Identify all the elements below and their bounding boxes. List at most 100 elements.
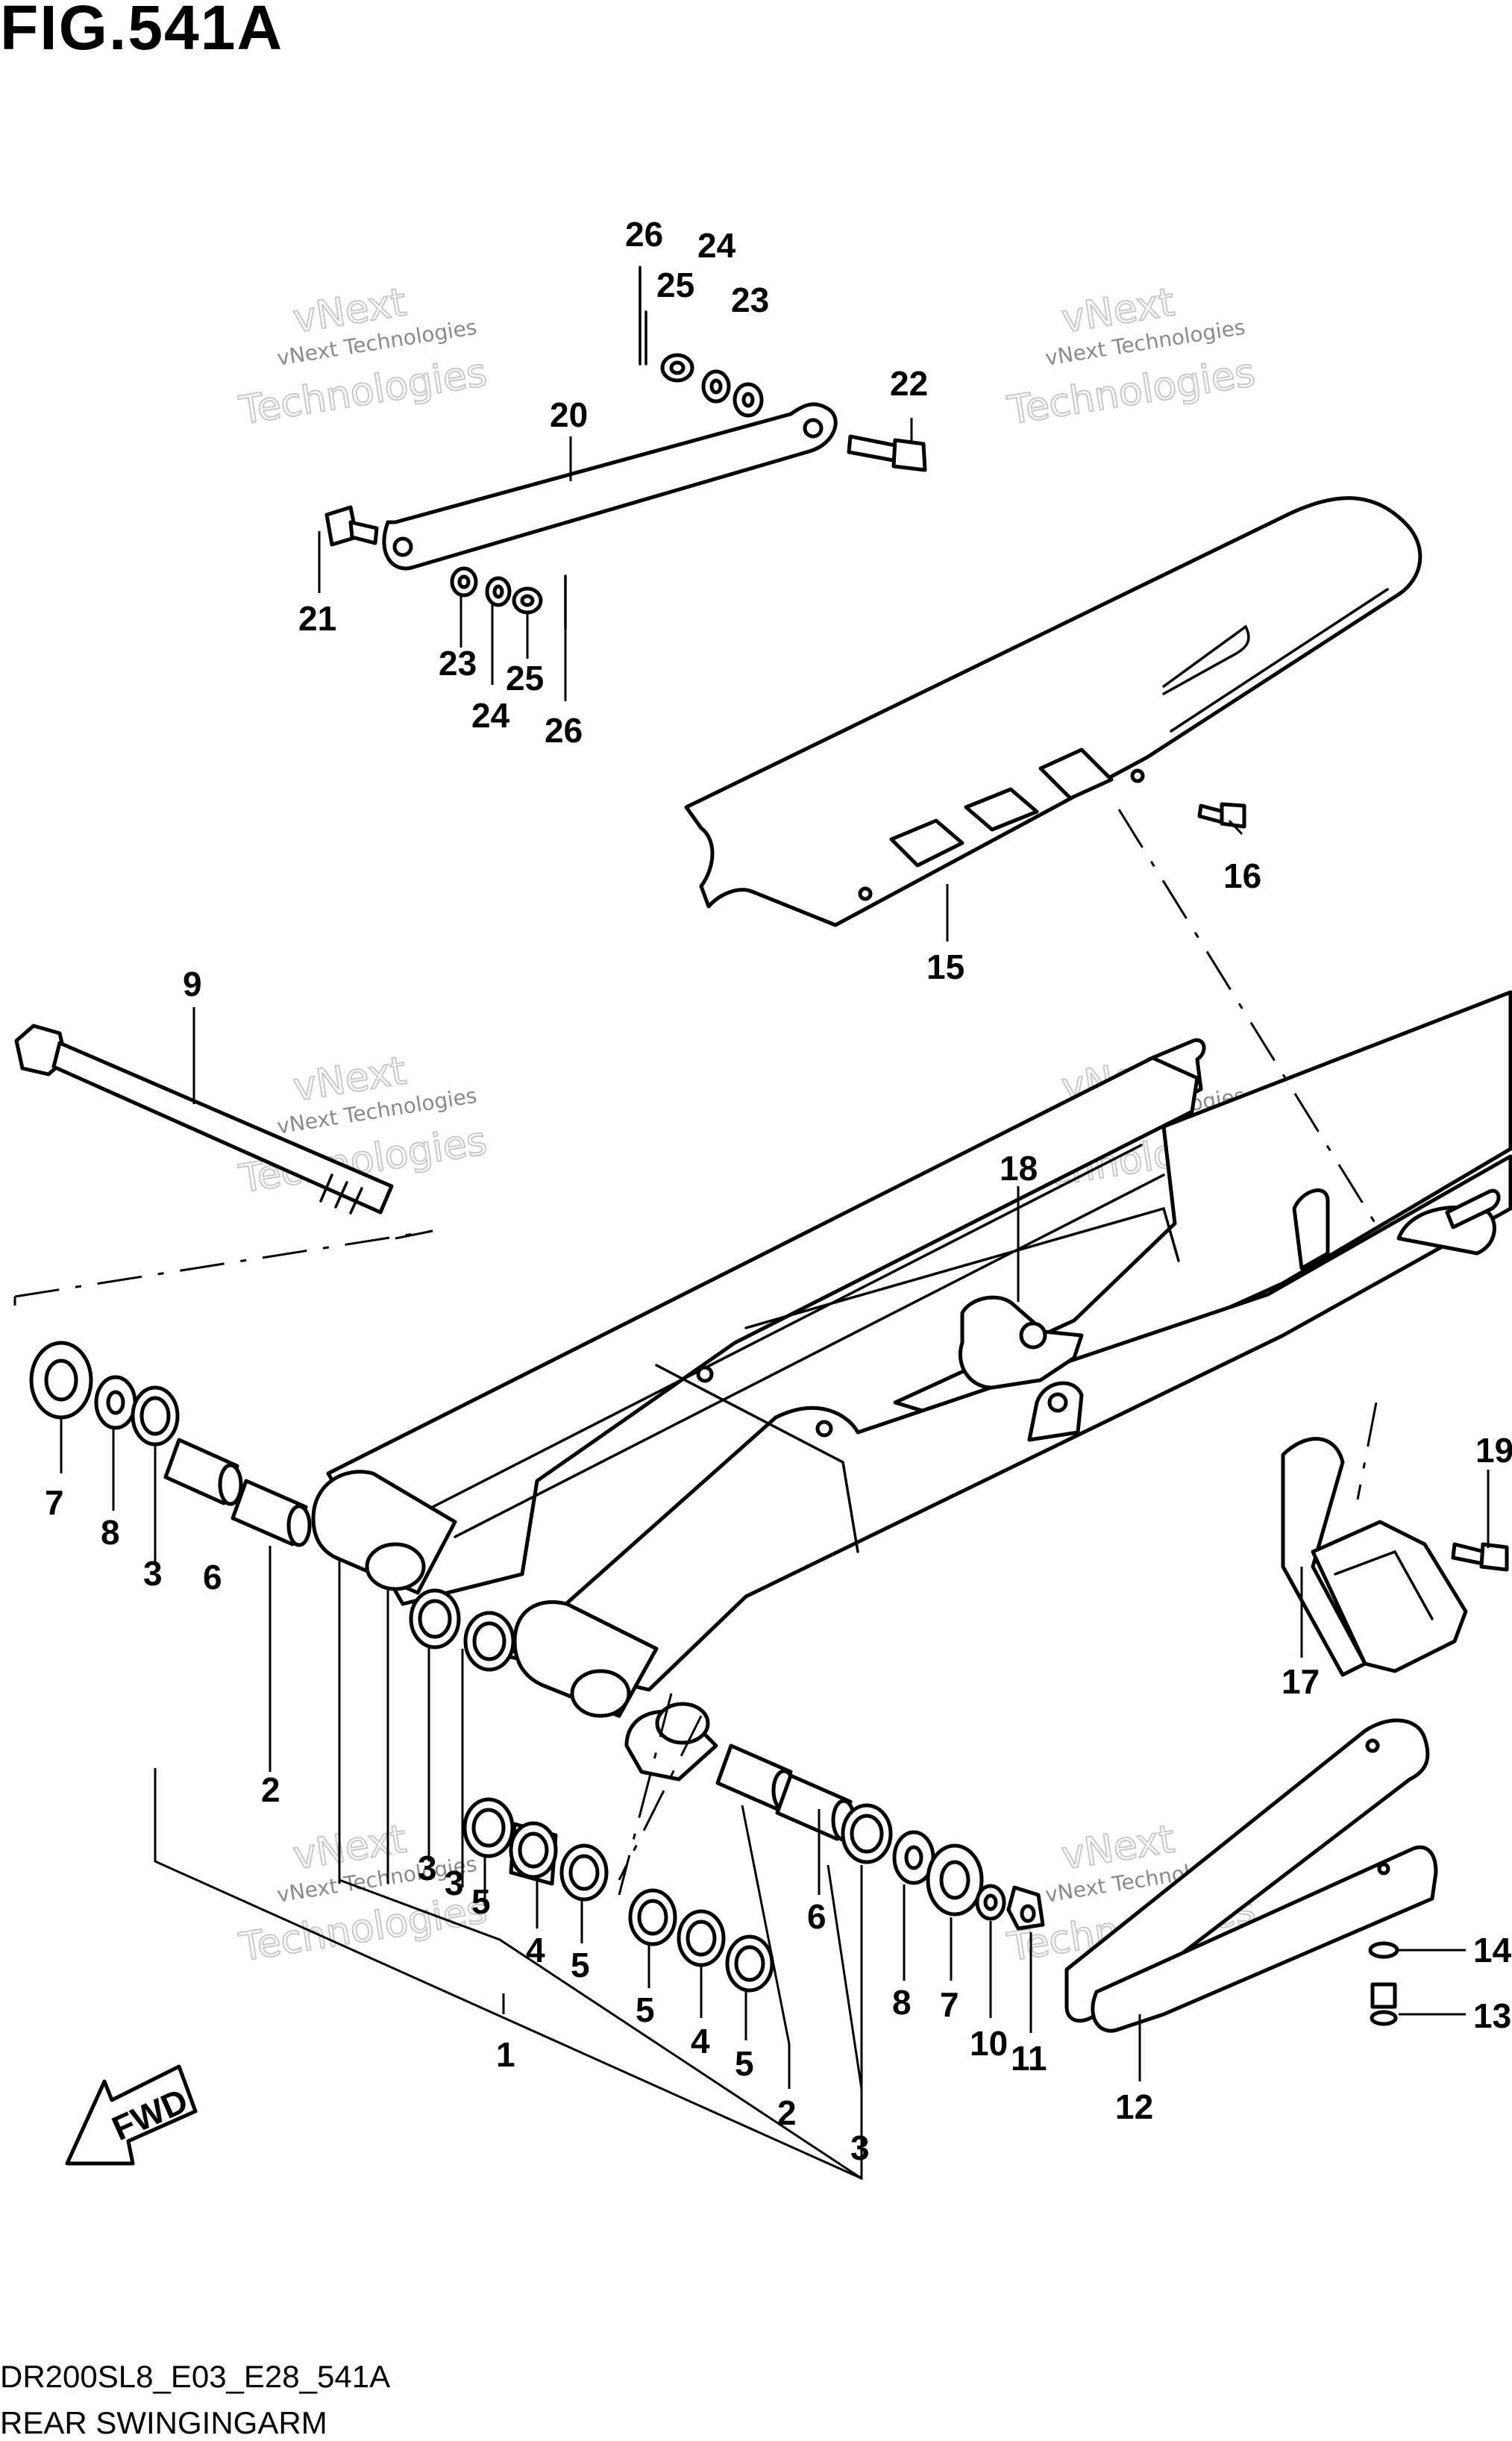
callout-8b: 8 [892, 1983, 912, 2022]
svg-text:Technologies: Technologies [1004, 351, 1258, 434]
washer-bore [904, 1845, 923, 1870]
oil-seal-bore [471, 1808, 506, 1848]
swingarm-frame-line [744, 1206, 1180, 1329]
washer-bore [983, 1893, 998, 1911]
callout-5b: 5 [571, 1946, 590, 1984]
callout-17: 17 [1282, 1662, 1320, 1701]
callout-21: 21 [298, 599, 336, 638]
bolt-head [1479, 1542, 1509, 1572]
callout-3d: 3 [850, 2128, 870, 2167]
slider-hole [1377, 1862, 1390, 1876]
callout-24: 24 [697, 226, 736, 265]
fwd-arrow: FWD [65, 2064, 198, 2166]
chain-case-hole [858, 886, 873, 901]
svg-text:Technologies: Technologies [236, 351, 489, 434]
callout-1: 1 [496, 2035, 515, 2074]
callout-8: 8 [101, 1513, 120, 1552]
callout-14: 14 [1473, 1931, 1512, 1970]
oil-seal-bore [472, 1621, 506, 1661]
callout-4: 4 [526, 1931, 545, 1970]
lower-bearings [462, 1797, 774, 1993]
screw-head [1370, 1982, 1397, 2009]
spacer-end [286, 1504, 312, 1547]
chain-case [684, 496, 1422, 927]
chain-case-mount-tab [1292, 1188, 1330, 1270]
callout-12: 12 [1115, 2087, 1153, 2126]
callout-24b: 24 [471, 696, 510, 735]
nut-hole [669, 360, 686, 375]
chain-case-group [684, 496, 1422, 927]
chain-case-window [1038, 748, 1114, 800]
bolt-shank [348, 520, 379, 545]
callout-7: 7 [45, 1483, 64, 1522]
needle-bearing-bore [686, 1920, 717, 1957]
guide-mount-hole [1019, 1321, 1047, 1350]
pivot-shaft-group [14, 1024, 394, 1215]
torque-rod-eye [803, 418, 824, 439]
callout-3: 3 [143, 1554, 163, 1593]
washer-hole [741, 392, 755, 408]
lock-washer-hole [492, 584, 504, 599]
screw-tip [1370, 2010, 1398, 2026]
swingarm-frame-line [431, 1144, 1165, 1538]
assembly-line [618, 1715, 703, 1881]
oil-seal-bore [637, 1899, 668, 1936]
callout-26b: 26 [545, 711, 583, 750]
spacer-end [218, 1463, 243, 1506]
callout-23: 23 [731, 281, 769, 319]
chain-case-rib [1162, 624, 1250, 695]
chain-case-hole [1130, 768, 1145, 783]
callout-3b: 3 [418, 1849, 437, 1887]
slider-hole [1365, 1738, 1380, 1753]
callout-18: 18 [1000, 1149, 1038, 1188]
chain-slider-group [1064, 1718, 1438, 2033]
link-boss-bore [655, 1702, 710, 1745]
callout-13: 13 [1473, 1996, 1511, 2035]
callout-25: 25 [656, 266, 694, 304]
callout-20: 20 [550, 395, 588, 434]
swingarm-hole [696, 1365, 714, 1383]
callout-19: 19 [1475, 1431, 1512, 1470]
callout-22: 22 [890, 364, 928, 403]
callout-6b: 6 [807, 1897, 826, 1936]
bolt-head [1220, 802, 1246, 829]
callout-4b: 4 [691, 2022, 710, 2061]
guide-mount [958, 1295, 1084, 1390]
chain-slider-lower [1091, 1845, 1438, 2033]
figure-caption: REAR SWINGINGARM [0, 2405, 327, 2440]
pivot-bore [570, 1669, 631, 1718]
left-pivot-hardware [29, 1341, 515, 1672]
assembly-line [14, 1229, 433, 1298]
pivot-shaft [51, 1041, 394, 1215]
lock-washer-hole [709, 378, 723, 395]
callout-7b: 7 [940, 1985, 959, 2024]
washer [1368, 1941, 1399, 1959]
needle-bearing-bore [518, 1831, 549, 1869]
figure-code: DR200SL8_E03_E28_541A [0, 2359, 390, 2394]
pivot-shaft-thread [319, 1174, 363, 1215]
axle-slot [1445, 1188, 1501, 1229]
watermark: vNext vNext Technologies Technologies [235, 279, 490, 434]
chain-case-window [889, 818, 964, 868]
bolt-shank [1197, 803, 1226, 824]
torque-rod-eye [392, 536, 413, 557]
callout-6: 6 [203, 1558, 222, 1596]
callout-10: 10 [970, 2024, 1008, 2063]
swingarm-hole [815, 1420, 833, 1438]
nut-hole [520, 594, 535, 607]
callout-5d: 5 [735, 2044, 754, 2083]
callout-11: 11 [1011, 2039, 1047, 2078]
chain-case-edge [1170, 588, 1389, 733]
callout-9: 9 [183, 965, 202, 1003]
callout-5: 5 [471, 1882, 491, 1921]
oil-seal-bore [850, 1814, 884, 1854]
watermark: vNext vNext Technologies Technologies [1003, 279, 1258, 434]
callouts: 26 24 25 23 20 22 21 23 24 25 26 16 15 9… [45, 215, 1512, 2167]
callout-3c: 3 [445, 1864, 464, 1902]
callout-15: 15 [926, 947, 964, 986]
callout-26: 26 [625, 215, 663, 254]
swingarm-crossmember [655, 1364, 859, 1553]
torque-rod-group [324, 266, 927, 630]
assembly-line [1356, 1402, 1378, 1500]
